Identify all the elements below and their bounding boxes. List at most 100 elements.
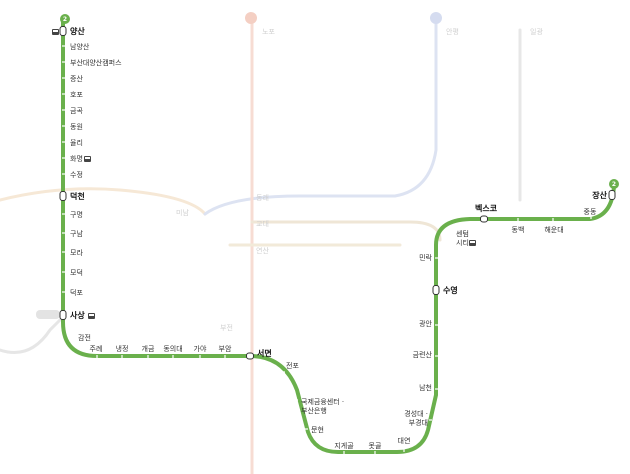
station-tick[interactable] <box>62 271 65 273</box>
station-label-bexco[interactable]: 벡스코 <box>475 203 498 213</box>
station-label-deokcheon[interactable]: 덕천 <box>70 191 85 201</box>
station-tick[interactable] <box>62 61 65 63</box>
station-tick[interactable] <box>552 218 554 221</box>
station-tick[interactable] <box>62 109 65 111</box>
station-tick[interactable] <box>121 355 123 358</box>
station-label-namyangsan[interactable]: 남양산 <box>70 42 90 51</box>
transfer-station-marker[interactable] <box>59 191 67 201</box>
transfer-station-marker[interactable] <box>59 26 67 36</box>
station-label-gamjeon[interactable]: 감전 <box>78 333 91 342</box>
station-label-hopo[interactable]: 호포 <box>70 91 83 99</box>
station-labels: 양산남양산부산대양산캠퍼스증산호포금곡동원율리화명수정덕천구명구남모라모덕덕포사… <box>52 26 608 450</box>
station-tick[interactable] <box>62 45 65 47</box>
ghost-circle-2 <box>430 12 442 24</box>
station-tick[interactable] <box>435 355 438 357</box>
transfer-station-marker[interactable] <box>480 215 488 223</box>
station-label-suyeong[interactable]: 수영 <box>443 285 458 295</box>
line-badge-circle <box>60 14 70 24</box>
station-tick[interactable] <box>62 93 65 95</box>
station-tick[interactable] <box>282 371 285 373</box>
station-label-pnu-yangsan[interactable]: 부산대양산캠퍼스 <box>70 58 122 67</box>
station-label-yulli[interactable]: 율리 <box>70 138 83 147</box>
station-tick[interactable] <box>447 230 450 232</box>
station-tick[interactable] <box>305 428 308 430</box>
station-tick[interactable] <box>62 173 65 175</box>
station-tick[interactable] <box>62 213 65 215</box>
station-tick[interactable] <box>62 77 65 79</box>
station-label-munhyeon[interactable]: 문현 <box>311 426 324 434</box>
station-label-millak[interactable]: 민락 <box>419 253 432 262</box>
ghost-label-8: 부전 <box>220 323 233 332</box>
station-label-line: 경성대 · <box>404 409 428 418</box>
station-label-hwamyeong[interactable]: 화명 <box>70 154 83 163</box>
station-label-yangsan[interactable]: 양산 <box>70 26 85 36</box>
station-label-motgol[interactable]: 못골 <box>369 442 382 450</box>
station-label-haeundae[interactable]: 해운대 <box>544 225 563 234</box>
station-label-jeonpo[interactable]: 전포 <box>286 361 299 370</box>
station-label-sasang[interactable]: 사상 <box>70 310 85 320</box>
transfer-station-marker[interactable] <box>608 190 616 200</box>
station-tick[interactable] <box>199 355 201 358</box>
station-tick[interactable] <box>435 388 438 390</box>
station-label-bifc[interactable]: 국제금융센터 ·부산은행 <box>301 397 344 415</box>
station-tick[interactable] <box>62 251 65 253</box>
station-tick[interactable] <box>62 125 65 127</box>
station-tick[interactable] <box>75 342 77 345</box>
station-label-geumgok[interactable]: 금곡 <box>70 107 83 115</box>
station-label-dongbaek[interactable]: 동백 <box>512 225 525 234</box>
station-label-modeok[interactable]: 모덕 <box>70 268 83 277</box>
transfer-station-marker[interactable] <box>246 352 254 360</box>
station-label-naengjeong[interactable]: 냉정 <box>116 344 129 353</box>
ghost-badge <box>36 310 60 319</box>
station-label-jangsan[interactable]: 장산 <box>592 190 607 200</box>
station-label-daeyeon[interactable]: 대연 <box>398 437 411 445</box>
station-tick[interactable] <box>147 355 149 358</box>
station-tick[interactable] <box>517 218 519 221</box>
station-label-dongui[interactable]: 동의대 <box>163 344 182 353</box>
station-tick[interactable] <box>403 449 405 452</box>
station-label-dongwon[interactable]: 동원 <box>70 122 83 131</box>
station-tick[interactable] <box>62 291 65 293</box>
ghost-line-8 <box>0 316 64 354</box>
station-label-gunam[interactable]: 구남 <box>70 229 83 238</box>
transfer-station-marker[interactable] <box>432 285 440 295</box>
station-tick[interactable] <box>343 451 345 454</box>
station-tick[interactable] <box>62 141 65 143</box>
line-badge-circle <box>609 179 619 189</box>
station-label-kyungsung[interactable]: 경성대 ·부경대 <box>404 409 428 427</box>
station-tick[interactable] <box>374 451 376 454</box>
terminal-badge-yangsan: 2 <box>60 14 70 24</box>
bus-icon-window <box>53 30 58 32</box>
station-tick[interactable] <box>62 157 65 159</box>
station-label-seomyeon[interactable]: 서면 <box>257 348 272 358</box>
station-label-gaya[interactable]: 가야 <box>194 344 207 353</box>
station-label-namcheon[interactable]: 남천 <box>419 383 432 392</box>
station-label-gwangan[interactable]: 광안 <box>419 319 432 328</box>
station-label-jigegol[interactable]: 지게골 <box>334 441 354 450</box>
station-label-jeungsan[interactable]: 증산 <box>70 74 83 83</box>
transfer-station-marker[interactable] <box>59 310 67 320</box>
station-tick[interactable] <box>435 257 438 259</box>
station-tick[interactable] <box>224 355 226 358</box>
station-label-deokpo[interactable]: 덕포 <box>70 288 83 297</box>
station-tick[interactable] <box>590 216 592 219</box>
station-label-sujeong[interactable]: 수정 <box>70 170 83 179</box>
station-label-jurye[interactable]: 주례 <box>90 344 103 353</box>
bus-icon <box>52 29 59 35</box>
station-tick[interactable] <box>295 399 298 401</box>
station-tick[interactable] <box>435 324 438 326</box>
station-label-geumnyeonsan[interactable]: 금련산 <box>413 350 433 359</box>
station-tick[interactable] <box>429 419 432 421</box>
station-label-gumyeong[interactable]: 구명 <box>70 210 83 219</box>
station-label-buam[interactable]: 부암 <box>219 345 232 353</box>
station-label-mora[interactable]: 모라 <box>70 248 83 257</box>
station-tick[interactable] <box>62 232 65 234</box>
station-label-gaegeum[interactable]: 개금 <box>142 344 155 353</box>
station-tick[interactable] <box>96 355 98 358</box>
bus-icon-window <box>470 241 475 243</box>
station-tick[interactable] <box>172 355 174 358</box>
background-labels: 노포 안평 일광 미남 동래 교대 연산 부전 <box>36 12 543 332</box>
station-label-jung-dong[interactable]: 중동 <box>584 208 597 216</box>
